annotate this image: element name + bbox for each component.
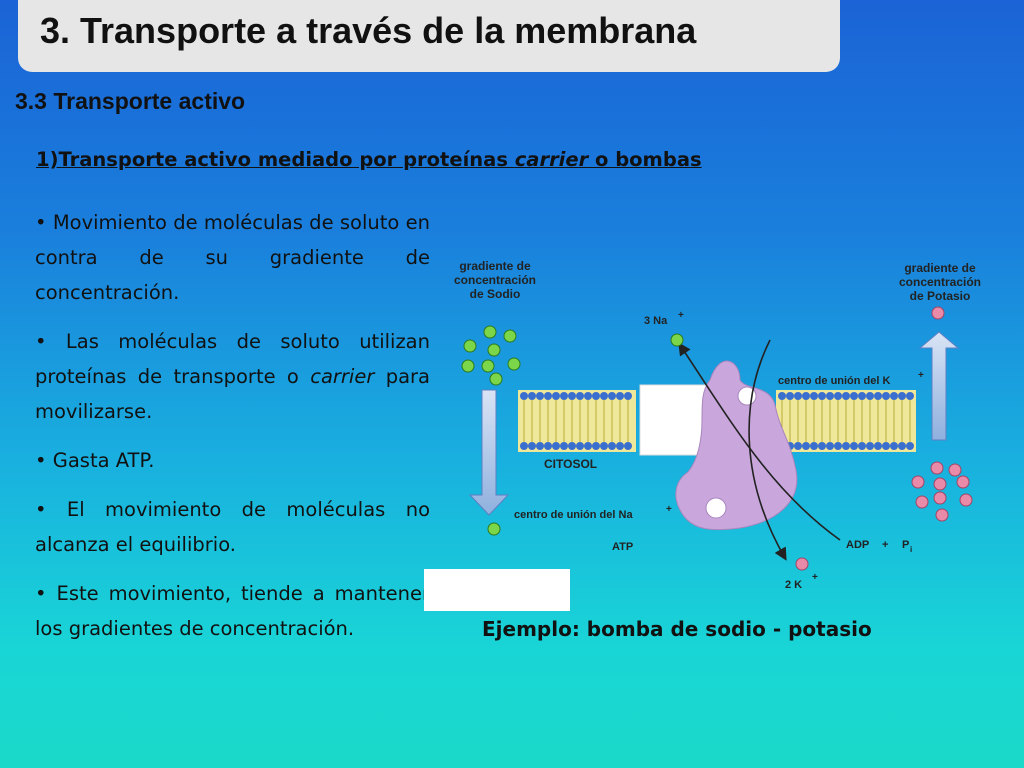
na-binding-site (705, 497, 727, 519)
heading-italic: carrier (514, 148, 589, 171)
membrane-bilayer (518, 384, 916, 456)
potassium-charge: + (812, 572, 818, 583)
bullet-text: Movimiento de moléculas de soluto en con… (35, 211, 431, 304)
adp-label: ADP (846, 539, 869, 551)
diagram-caption: Ejemplo: bomba de sodio - potasio (482, 617, 872, 641)
slide-title: 3. Transporte a través de la membrana (40, 10, 697, 51)
slide-subtitle: 3.3 Transporte activo (15, 88, 246, 114)
bullet-item: • Las moléculas de soluto utilizan prote… (35, 324, 430, 429)
adp-plus: + (882, 539, 888, 551)
bullet-text-prefix: Las moléculas de soluto utilizan proteín… (35, 330, 430, 388)
bullet-text: Este movimiento, tiende a mantener los g… (35, 582, 430, 640)
bullet-item: • Gasta ATP. (35, 443, 430, 478)
blank-overlay-box (424, 569, 570, 611)
na-gradient-label-line3: de Sodio (470, 287, 521, 301)
potassium-influx-arrow (748, 339, 787, 561)
sodium-charge: + (678, 310, 684, 321)
lipid-heads (520, 392, 914, 450)
cytosol-label: CITOSOL (544, 457, 597, 471)
bullet-item: • Movimiento de moléculas de soluto en c… (35, 205, 430, 310)
bullet-glyph: • (35, 582, 47, 605)
k-binding-charge: + (918, 370, 924, 381)
heading-suffix: o bombas (588, 148, 702, 171)
k-gradient-label-line2: concentración (899, 275, 981, 289)
k-gradient-label-line3: de Potasio (910, 289, 971, 303)
sodium-gradient-arrow (468, 389, 510, 516)
membrane-left (518, 390, 636, 452)
lipid-tails (523, 400, 911, 442)
potassium-molecules (795, 306, 973, 571)
sodium-potassium-pump-diagram: gradiente de concentración de Sodio grad… (454, 259, 981, 591)
bullet-glyph: • (35, 330, 47, 353)
pi-subscript: i (910, 545, 912, 554)
potassium-label: 2 K (785, 579, 802, 591)
heading-prefix: 1)Transporte activo mediado por proteína… (36, 148, 515, 171)
section-heading: 1)Transporte activo mediado por proteína… (36, 148, 702, 171)
potassium-gradient-arrow (918, 331, 960, 441)
atp-label: ATP (612, 541, 633, 553)
bullet-list: • Movimiento de moléculas de soluto en c… (35, 205, 430, 660)
pump-protein (675, 360, 798, 531)
pi-label: P (902, 539, 909, 551)
na-gradient-label-line2: concentración (454, 273, 536, 287)
bullet-glyph: • (35, 498, 47, 521)
k-binding-label: centro de unión del K (778, 375, 891, 387)
bullet-text-suffix: para movilizarse. (35, 365, 430, 423)
bullet-glyph: • (35, 211, 47, 234)
na-binding-charge: + (666, 504, 672, 515)
title-banner (18, 0, 840, 72)
na-binding-label: centro de unión del Na (514, 509, 633, 521)
sodium-molecules (461, 325, 684, 536)
bullet-item: • El movimiento de moléculas no alcanza … (35, 492, 430, 562)
bullet-text-italic: carrier (310, 365, 375, 388)
bullet-glyph: • (35, 449, 47, 472)
sodium-label: 3 Na (644, 315, 668, 327)
bullet-text: El movimiento de moléculas no alcanza el… (35, 498, 431, 556)
k-gradient-label-line1: gradiente de (904, 261, 976, 275)
bullet-item: • Este movimiento, tiende a mantener los… (35, 576, 430, 646)
bullet-text: Gasta ATP. (52, 449, 155, 472)
sodium-efflux-arrow (678, 342, 841, 541)
na-gradient-label-line1: gradiente de (459, 259, 531, 273)
